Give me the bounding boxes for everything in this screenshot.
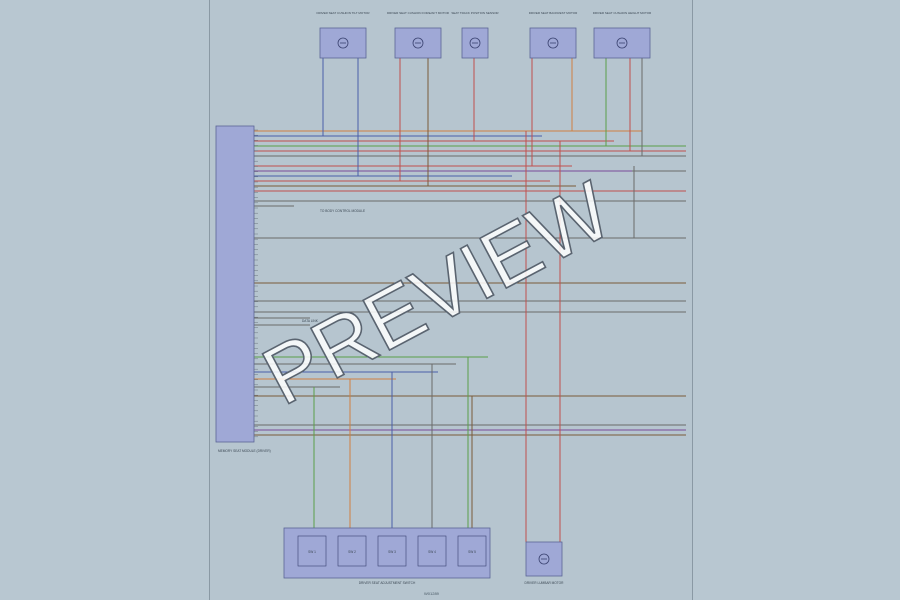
module-layer	[215, 27, 651, 579]
top-component-label-m5: DRIVER SEAT CUSHION HEIGHT MOTOR	[593, 11, 652, 15]
switch-cell-label-2: SW 2	[348, 550, 356, 554]
top-component-label-m2: DRIVER SEAT CUSHION FORE/AFT MOTOR	[387, 11, 450, 15]
page-code: W01289	[424, 591, 439, 596]
switch-cell-3	[377, 535, 407, 567]
top-component-m1-symbol	[337, 37, 349, 49]
top-component-m4-symbol	[547, 37, 559, 49]
note-bcm: TO BODY CONTROL MODULE	[320, 209, 365, 213]
switch-cell-label-1: SW 1	[308, 550, 316, 554]
wiring-diagram: MEMORY SEAT MODULE (DRIVER) DRIVER SEAT C…	[215, 11, 686, 585]
note-data-link: DATA LINK	[302, 319, 319, 323]
switch-cell-5	[457, 535, 487, 567]
top-component-label-m4: DRIVER SEAT BACKREST MOTOR	[529, 11, 578, 15]
seat-switch-label: DRIVER SEAT ADJUSTMENT SWITCH	[359, 581, 416, 585]
top-component-m2-symbol	[412, 37, 424, 49]
switch-cell-4	[417, 535, 447, 567]
top-component-m3-symbol	[469, 37, 481, 49]
schematic-page: MEMORY SEAT MODULE (DRIVER) DRIVER SEAT C…	[209, 0, 693, 600]
switch-cell-2	[337, 535, 367, 567]
switch-cell-1	[297, 535, 327, 567]
switch-cell-label-4: SW 4	[428, 550, 436, 554]
top-component-label-m1: DRIVER SEAT CUSHION TILT MOTOR	[316, 11, 370, 15]
switch-cell-label-3: SW 3	[388, 550, 396, 554]
top-component-label-m3: SEAT TRACK POSITION SENSOR	[451, 11, 499, 15]
switch-cell-label-5: SW 5	[468, 550, 476, 554]
lumbar-motor-label: DRIVER LUMBAR MOTOR	[525, 581, 565, 585]
top-component-m4	[529, 27, 577, 59]
seat-switch-block	[283, 527, 491, 579]
memory-seat-module-block	[215, 125, 255, 443]
lumbar-motor-symbol	[538, 553, 550, 565]
wire-layer	[254, 58, 686, 542]
memory-seat-module-label: MEMORY SEAT MODULE (DRIVER)	[218, 449, 271, 453]
top-component-m5-symbol	[616, 37, 628, 49]
label-layer: MEMORY SEAT MODULE (DRIVER) DRIVER SEAT C…	[218, 11, 652, 585]
